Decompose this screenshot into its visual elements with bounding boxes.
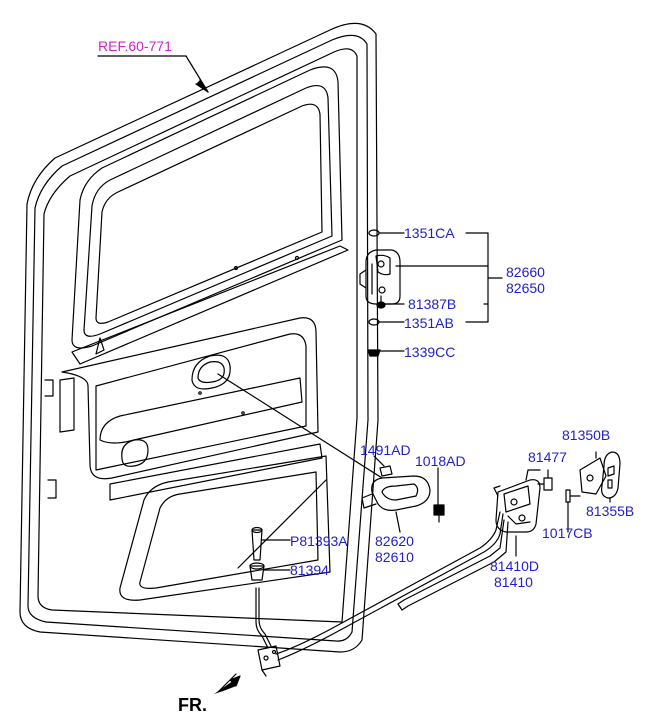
part-label-1339CC[interactable]: 1339CC — [404, 344, 456, 360]
part-label-81387B[interactable]: 81387B — [408, 296, 457, 312]
part-label-82660[interactable]: 82660 — [506, 264, 545, 280]
shim-81355B — [601, 451, 621, 503]
part-label-81394[interactable]: 81394 — [290, 562, 329, 578]
part-label-82610[interactable]: 82610 — [375, 549, 414, 565]
handle-leader — [217, 373, 383, 479]
inside-handle — [361, 475, 431, 533]
part-label-81350B[interactable]: 81350B — [562, 427, 611, 443]
ref-leader — [97, 55, 209, 93]
latch-rods — [275, 511, 509, 661]
part-label-1017CB[interactable]: 1017CB — [542, 525, 593, 541]
part-label-1018AD[interactable]: 1018AD — [415, 453, 466, 469]
part-label-P81393A[interactable]: P81393A — [290, 533, 348, 549]
part-label-81355B[interactable]: 81355B — [586, 503, 635, 519]
fasteners-handle — [373, 455, 445, 523]
striker-81350B — [579, 451, 607, 495]
rod-parts — [249, 526, 291, 677]
door-panel — [19, 22, 379, 653]
screw-1017CB — [565, 489, 581, 533]
ref-label[interactable]: REF.60-771 — [98, 38, 172, 54]
part-label-81410[interactable]: 81410 — [494, 574, 533, 590]
door-latch — [493, 469, 541, 557]
part-label-1491AD[interactable]: 1491AD — [360, 442, 411, 458]
part-label-81477[interactable]: 81477 — [528, 449, 567, 465]
part-label-81410D[interactable]: 81410D — [490, 558, 540, 574]
trim-panel — [61, 317, 319, 480]
part-label-1351CA[interactable]: 1351CA — [404, 225, 455, 241]
part-label-82650[interactable]: 82650 — [506, 280, 545, 296]
screw-81477 — [537, 469, 553, 491]
part-label-1351AB[interactable]: 1351AB — [404, 315, 454, 331]
arrow-down-left-icon — [214, 673, 241, 694]
inside-handle-assembly — [359, 229, 503, 357]
window-frame — [71, 66, 343, 349]
front-direction-label: FR. — [178, 695, 207, 715]
part-label-82620[interactable]: 82620 — [375, 533, 414, 549]
